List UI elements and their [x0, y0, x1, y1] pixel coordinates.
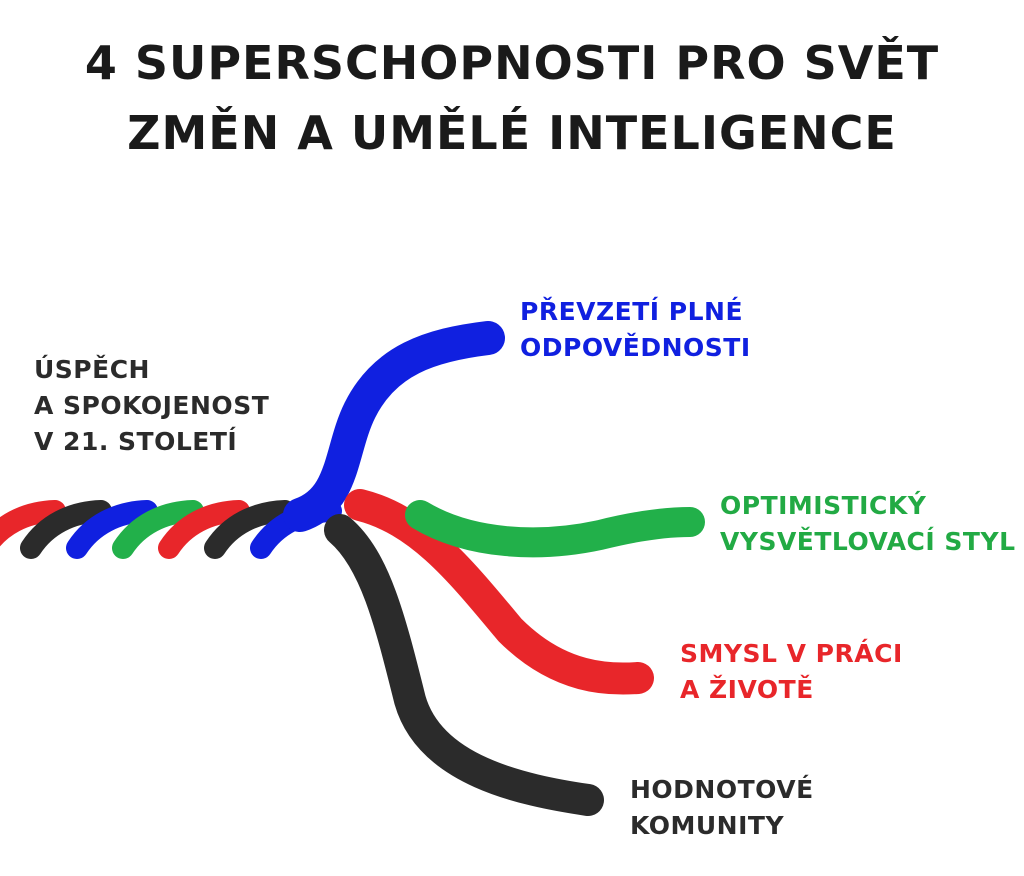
rope-segment	[204, 500, 296, 559]
root-label: ÚSPĚCH A SPOKOJENOST V 21. STOLETÍ	[34, 352, 269, 460]
root-line: V 21. STOLETÍ	[34, 427, 238, 456]
title-line-1: 4 SUPERSCHOPNOSTI PRO SVĚT	[84, 36, 940, 90]
rope-segment	[158, 500, 250, 559]
branch-line: HODNOTOVÉ	[630, 775, 814, 804]
branch-line: VYSVĚTLOVACÍ STYL	[720, 527, 1016, 556]
rope-segment	[0, 500, 66, 547]
rope-twisted-strands	[0, 500, 342, 559]
root-line: ÚSPĚCH	[34, 355, 150, 384]
strand-blue	[283, 321, 505, 532]
branch-line: A ŽIVOTĚ	[680, 675, 814, 704]
branch-line: OPTIMISTICKÝ	[720, 491, 927, 520]
branch-line: ODPOVĚDNOSTI	[520, 333, 751, 362]
branch-line: SMYSL V PRÁCI	[680, 639, 903, 668]
branch-label-meaning: SMYSL V PRÁCI A ŽIVOTĚ	[680, 636, 903, 708]
rope-segment	[66, 500, 158, 559]
strand-black	[324, 514, 604, 816]
title-line-2: ZMĚN A UMĚLÉ INTELIGENCE	[127, 106, 897, 160]
branch-line: KOMUNITY	[630, 811, 785, 840]
strand-green	[405, 500, 705, 558]
branch-label-optimism: OPTIMISTICKÝ VYSVĚTLOVACÍ STYL	[720, 488, 1016, 560]
rope-segment	[20, 500, 112, 559]
branch-label-communities: HODNOTOVÉ KOMUNITY	[630, 772, 814, 844]
root-line: A SPOKOJENOST	[34, 391, 270, 420]
strand-red	[344, 489, 654, 695]
branch-line: PŘEVZETÍ PLNÉ	[520, 297, 744, 326]
branch-label-responsibility: PŘEVZETÍ PLNÉ ODPOVĚDNOSTI	[520, 294, 751, 366]
rope-segment	[112, 500, 204, 559]
